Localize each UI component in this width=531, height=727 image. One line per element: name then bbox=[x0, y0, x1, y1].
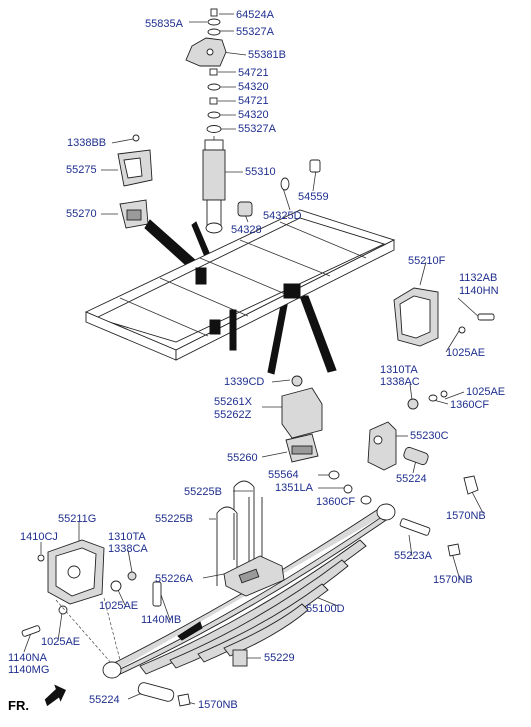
part-label[interactable]: 55310 bbox=[245, 166, 276, 178]
shock-bushings bbox=[237, 159, 321, 217]
part-label[interactable]: 55275 bbox=[66, 164, 97, 176]
part-label[interactable]: 55327A bbox=[238, 123, 276, 135]
lower-spring-seat bbox=[223, 555, 285, 597]
part-label[interactable]: 1025AE bbox=[466, 386, 506, 398]
part-label[interactable]: 55327A bbox=[236, 26, 274, 38]
part-label[interactable]: 55381B bbox=[248, 49, 286, 61]
part-label[interactable]: 54721 bbox=[238, 67, 269, 79]
part-label[interactable]: 55229 bbox=[264, 652, 295, 664]
part-label[interactable]: 1025AE bbox=[99, 600, 139, 612]
part-label[interactable]: 55835A bbox=[145, 18, 183, 30]
part-label[interactable]: 1410CJ bbox=[20, 531, 58, 543]
part-label[interactable]: 1310TA bbox=[108, 531, 146, 543]
part-label[interactable]: 1140NA bbox=[8, 652, 47, 664]
part-label[interactable]: 55225B bbox=[155, 513, 193, 525]
part-label[interactable]: 1338BB bbox=[67, 137, 107, 149]
part-label[interactable]: 54721 bbox=[238, 95, 269, 107]
part-label[interactable]: 1025AE bbox=[41, 636, 81, 648]
part-label[interactable]: 1339CD bbox=[224, 376, 265, 388]
part-label[interactable]: 1570NB bbox=[446, 510, 486, 522]
part-label[interactable]: 54320 bbox=[238, 109, 269, 121]
part-label[interactable]: 55270 bbox=[66, 208, 97, 220]
part-label[interactable]: 1140MG bbox=[8, 664, 50, 676]
part-label[interactable]: 1140MB bbox=[141, 614, 182, 626]
front-eye-bolt bbox=[137, 682, 191, 707]
part-label[interactable]: 55260 bbox=[227, 452, 258, 464]
part-label[interactable]: 54325D bbox=[263, 210, 302, 222]
part-label[interactable]: 1338CA bbox=[108, 543, 148, 555]
front-hanger-bracket bbox=[21, 539, 162, 665]
part-label[interactable]: 55224 bbox=[396, 473, 427, 485]
front-direction-arrow bbox=[44, 684, 67, 707]
part-label[interactable]: 55225B bbox=[184, 486, 222, 498]
front-direction-label: FR. bbox=[8, 698, 29, 713]
part-label[interactable]: 55230C bbox=[410, 430, 449, 442]
part-label[interactable]: 55210F bbox=[408, 255, 446, 267]
part-label[interactable]: 1570NB bbox=[433, 574, 473, 586]
part-label[interactable]: 1351LA bbox=[275, 482, 313, 494]
part-label[interactable]: 55100D bbox=[306, 603, 345, 615]
part-label[interactable]: 1338AC bbox=[380, 376, 420, 388]
part-label[interactable]: 1132AB bbox=[459, 272, 498, 284]
upper-mount-parts bbox=[185, 8, 227, 133]
center-bolt-parts bbox=[328, 470, 372, 505]
part-label[interactable]: 1310TA bbox=[380, 364, 418, 376]
part-label[interactable]: 1025AE bbox=[446, 347, 486, 359]
axle-clamp-upper bbox=[281, 375, 323, 463]
part-label[interactable]: 55223A bbox=[394, 550, 432, 562]
part-label[interactable]: 54320 bbox=[238, 81, 269, 93]
part-label[interactable]: 64524A bbox=[236, 9, 274, 21]
shock-absorber bbox=[202, 136, 226, 234]
part-label[interactable]: 55261X bbox=[214, 396, 252, 408]
part-label[interactable]: 54559 bbox=[298, 191, 329, 203]
part-label[interactable]: 55262Z bbox=[214, 409, 252, 421]
lower-bumper-pad bbox=[232, 649, 248, 667]
rear-hanger-bracket bbox=[393, 287, 495, 410]
part-label[interactable]: 55564 bbox=[268, 469, 299, 481]
part-label[interactable]: 1140HN bbox=[459, 285, 499, 297]
bump-stop-bracket bbox=[117, 134, 153, 229]
part-label[interactable]: 55224 bbox=[89, 694, 120, 706]
chassis-frame bbox=[84, 209, 396, 361]
part-label[interactable]: 1360CF bbox=[450, 399, 490, 411]
part-label[interactable]: 1570NB bbox=[198, 699, 238, 711]
part-label[interactable]: 1360CF bbox=[316, 496, 356, 508]
right-eye-bolt bbox=[399, 518, 461, 557]
shackle bbox=[367, 421, 479, 495]
part-label[interactable]: 55211G bbox=[58, 513, 97, 525]
part-label[interactable]: 54328 bbox=[231, 224, 262, 236]
part-label[interactable]: 55226A bbox=[155, 573, 193, 585]
